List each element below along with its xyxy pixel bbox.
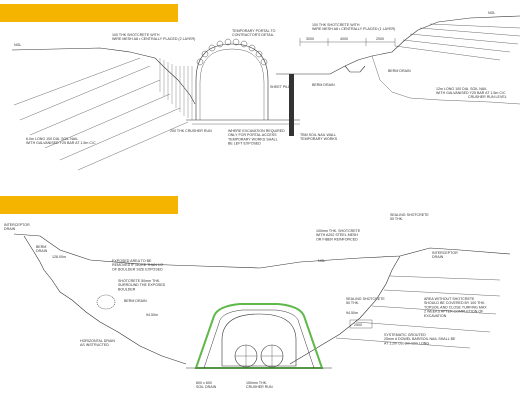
bottom-dimension-box	[349, 319, 373, 329]
top-ground-left	[11, 47, 166, 69]
bottom-label-level-1: 128.00m	[52, 255, 66, 259]
top-soil-nails-left	[13, 57, 189, 171]
top-label-crusher-run: 200 THK CRUSHER RUN	[170, 129, 212, 133]
section-title-bar-bottom	[0, 196, 178, 214]
top-portal-beads	[196, 38, 268, 66]
top-dim-2000: 2000	[376, 37, 384, 41]
bottom-soil-nails-right	[335, 275, 501, 349]
top-shotcrete-hatch	[159, 58, 193, 120]
bottom-label-berm-drain-2: BERM DRAIN	[124, 299, 147, 303]
top-label-berm-drain-mid: BERM DRAIN	[312, 83, 335, 87]
bottom-tunnel-inner	[203, 309, 315, 369]
top-tunnel-portal	[195, 43, 269, 120]
section-title-bar-top	[0, 4, 178, 22]
bottom-tunnel-horseshoe	[221, 313, 297, 367]
top-crusher-run-right	[371, 55, 521, 105]
top-tunnel-portal-inner	[199, 48, 265, 120]
bottom-tunnel-shotcrete	[194, 303, 324, 369]
top-sheet-pile	[289, 74, 294, 136]
bottom-label-level-3: 94.50m	[346, 311, 358, 315]
top-label-ngl-left: NGL	[14, 43, 21, 47]
top-label-berm-drain-right: BERM DRAIN	[388, 69, 411, 73]
bottom-ngl-line	[13, 233, 511, 269]
bottom-label-level-2: 94.50m	[146, 313, 158, 317]
top-dim-3000: 3000	[306, 37, 314, 41]
top-label-sheet-pile: SHEET PILE	[270, 85, 291, 89]
top-berm-right	[344, 65, 366, 73]
top-label-ngl-right: NGL	[488, 11, 495, 15]
bottom-label-ngl: NGL	[318, 259, 325, 263]
bottom-label-dim-2500: 2500	[354, 323, 362, 327]
bottom-label-crusher-run: 150mm THK.CRUSHER RUN	[246, 381, 273, 389]
top-label-crusher-run-right: CRUSHER RUN LEVEL	[468, 95, 507, 99]
bottom-slope-left	[23, 235, 187, 365]
top-soil-nails-right	[394, 23, 521, 61]
bottom-boulder	[96, 294, 116, 310]
bottom-slope-right	[289, 255, 401, 365]
top-dim-4000: 4000	[340, 37, 348, 41]
top-ground-right	[300, 15, 521, 75]
